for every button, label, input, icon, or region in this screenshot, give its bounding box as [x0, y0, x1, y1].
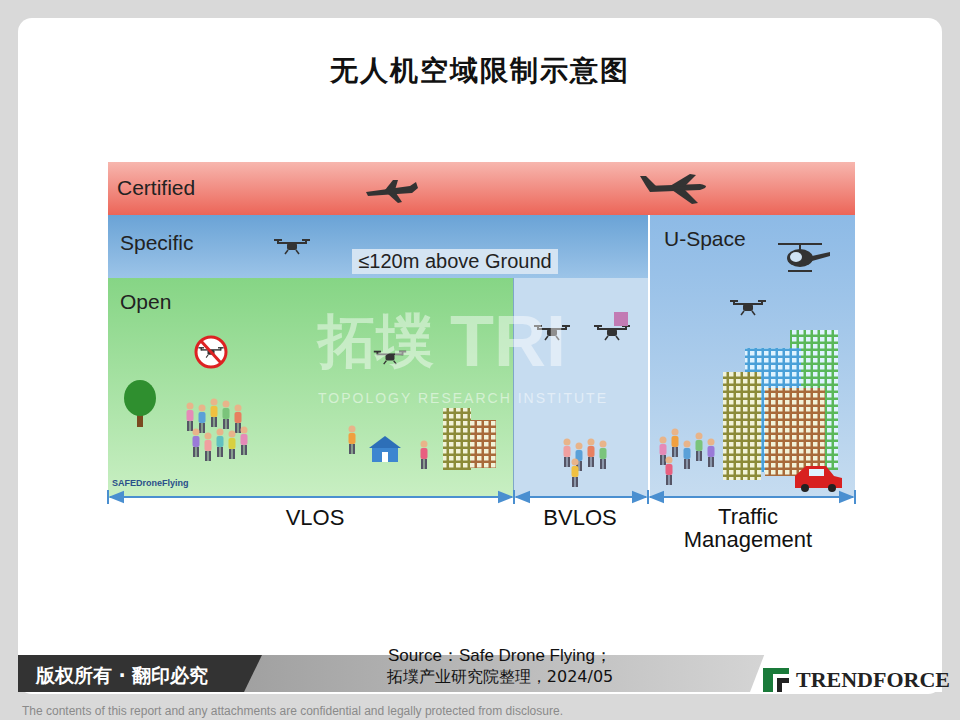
watermark: 拓墣 — [318, 303, 434, 381]
axis-label: BVLOS — [543, 505, 616, 531]
axis-label: VLOS — [286, 505, 345, 531]
watermark: TRI — [450, 300, 566, 382]
source-note: Source：Safe Drone Flying； — [388, 644, 612, 667]
zone-label: Specific — [120, 231, 194, 255]
source-logo: SAFEDroneFlying — [112, 478, 189, 488]
disclaimer: The contents of this report and any atta… — [22, 704, 563, 718]
zone-label: Open — [120, 290, 171, 314]
height-limit: ≤120m above Ground — [352, 249, 557, 274]
watermark: TOPOLOGY RESEARCH INSTITUTE — [318, 390, 608, 406]
axis-label: Traffic Management — [668, 505, 828, 551]
source-note: 拓墣产业研究院整理，2024/05 — [387, 667, 613, 688]
zone-label: Certified — [117, 176, 195, 200]
brand-logo: TRENDFORCE — [796, 667, 950, 693]
zone-label: U-Space — [664, 227, 746, 251]
certified-band: Certified — [108, 162, 855, 215]
diagram-title: 无人机空域限制示意图 — [330, 52, 630, 90]
copyright: 版权所有 · 翻印必究 — [36, 663, 208, 689]
